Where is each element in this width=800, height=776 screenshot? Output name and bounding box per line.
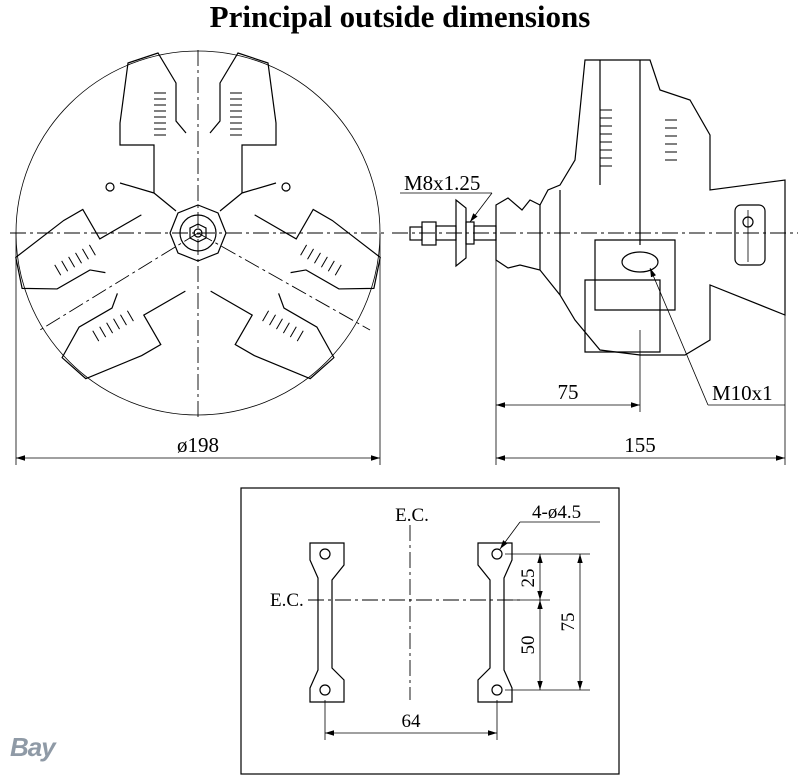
crankcase: [495, 59, 786, 356]
front-view: ø198: [10, 50, 388, 465]
length-dimension: 155: [496, 315, 786, 465]
length-label: 155: [624, 433, 656, 457]
thread-back-label: M10x1: [712, 381, 773, 405]
ec-left-label: E.C.: [270, 590, 304, 611]
holes-callout: 4-ø4.5: [499, 502, 600, 550]
hub: [169, 204, 227, 262]
mount-bracket-left: [309, 542, 345, 703]
dim-lower-label: 50: [518, 636, 539, 655]
vertical-dimensions: 25 50 75: [505, 553, 590, 691]
bay-logo: Bay: [10, 732, 56, 762]
thread-front-label: M8x1.25: [404, 171, 480, 195]
mount-bracket-right: [477, 542, 513, 703]
dim-total-label: 75: [558, 613, 579, 632]
offset-label: 75: [558, 380, 579, 404]
ec-top-label: E.C.: [395, 505, 429, 526]
cylinder-top: [105, 52, 291, 212]
offset-dimension: 75: [495, 240, 641, 465]
mount-frame: [240, 487, 620, 775]
cylinder-left: [15, 208, 186, 380]
dim-upper-label: 25: [518, 569, 539, 588]
side-view: M8x1.25 M10x1 75 155: [392, 59, 798, 465]
holes-label: 4-ø4.5: [532, 502, 581, 523]
dim-width-label: 64: [402, 711, 422, 732]
thread-back-callout: M10x1: [649, 267, 785, 406]
page-title: Principal outside dimensions: [209, 0, 591, 34]
mount-view: E.C. E.C. 4-ø4.5: [240, 487, 620, 775]
cylinder-right: [210, 208, 381, 380]
thread-front-callout: M8x1.25: [400, 171, 493, 223]
diameter-dimension: ø198: [15, 233, 381, 465]
width-dimension: 64: [324, 700, 498, 740]
front-centerlines: [10, 50, 388, 420]
diameter-label: ø198: [177, 433, 219, 457]
